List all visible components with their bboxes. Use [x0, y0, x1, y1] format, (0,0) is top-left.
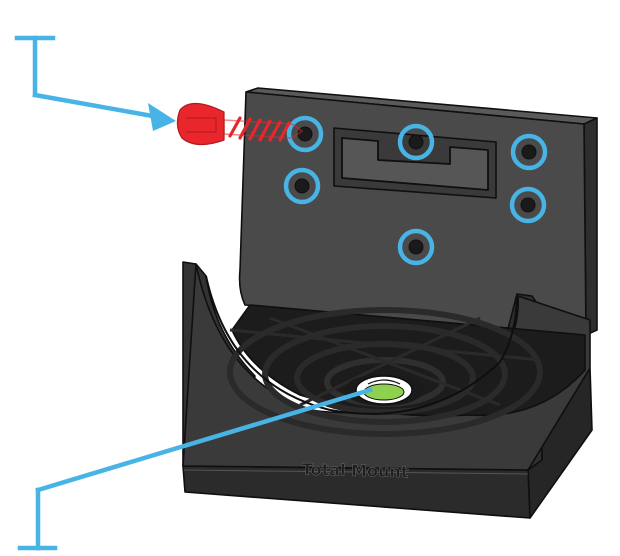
- callout-top: [14, 35, 176, 131]
- screw-hole-icon: [397, 228, 435, 266]
- screw-hole-icon: [397, 123, 435, 161]
- screw-hole-icon: [509, 186, 547, 224]
- cradle-front-lip: [205, 275, 518, 415]
- base-seam: [183, 469, 529, 475]
- brand-label: Total Mount: [302, 460, 409, 482]
- callout-arrow-line: [32, 92, 161, 120]
- hanger-slot: [341, 137, 489, 191]
- screw-icon: [176, 102, 304, 146]
- callout-bracket-icon: [14, 35, 56, 98]
- arrow-head-icon: [148, 103, 176, 131]
- callout-bracket-icon: [17, 487, 58, 551]
- callout-bottom: [17, 387, 373, 551]
- screw-hole-icon: [510, 133, 548, 171]
- screw-hole-icon: [283, 167, 321, 205]
- bubble-level-icon: [344, 374, 424, 406]
- callout-leader-line: [35, 387, 373, 493]
- mount-body: [182, 87, 598, 519]
